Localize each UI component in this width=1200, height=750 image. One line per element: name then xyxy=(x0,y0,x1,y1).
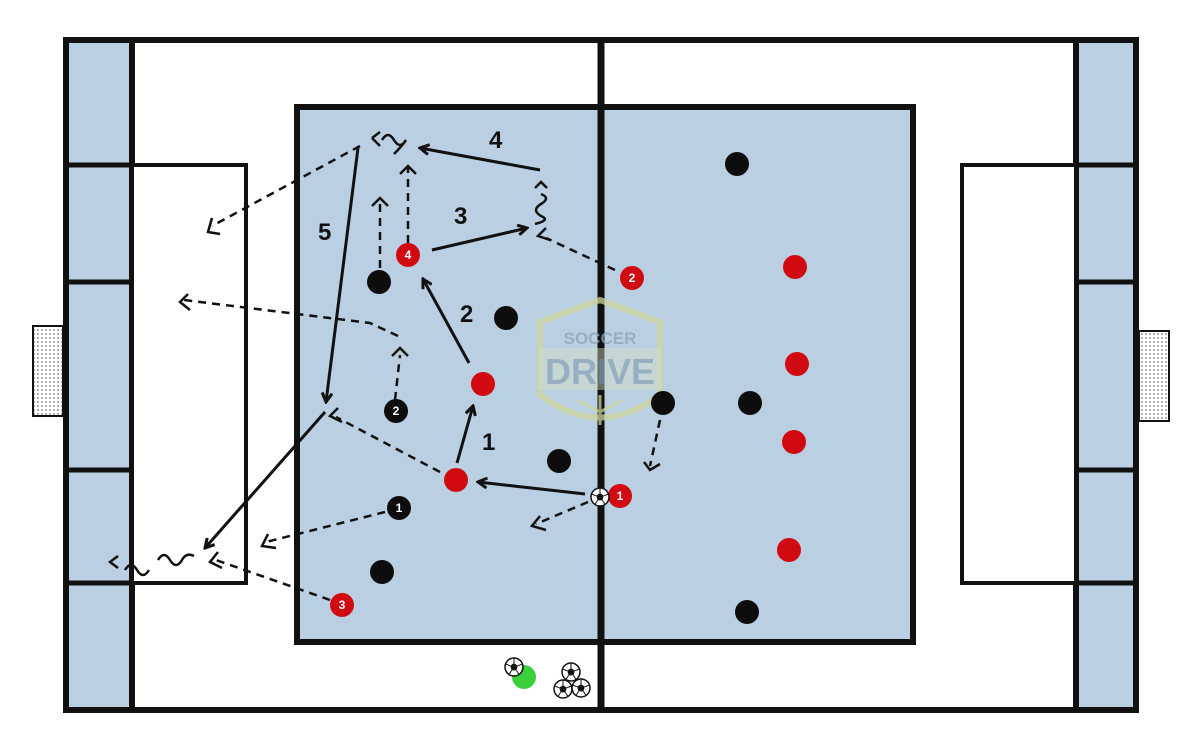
svg-text:1: 1 xyxy=(617,489,624,503)
red-player xyxy=(782,430,806,454)
run-lines xyxy=(183,144,662,602)
svg-text:3: 3 xyxy=(339,598,346,612)
red-player-2: 2 xyxy=(620,266,644,290)
svg-text:4: 4 xyxy=(405,248,412,262)
black-player xyxy=(651,391,675,415)
soccer-ball-icon xyxy=(561,662,581,682)
black-player xyxy=(725,152,749,176)
goal-net-icon xyxy=(32,325,64,417)
logo-top-text: SOCCER xyxy=(564,329,637,348)
logo-main-text: DRIVE xyxy=(545,351,655,392)
black-player-2: 2 xyxy=(384,399,408,423)
red-player xyxy=(444,468,468,492)
pass-arrow-6 xyxy=(205,411,327,548)
black-player xyxy=(738,391,762,415)
red-player xyxy=(785,352,809,376)
black-player xyxy=(547,449,571,473)
soccer-ball-icon xyxy=(553,679,573,699)
soccer-drive-logo: SOCCER DRIVE xyxy=(537,296,663,425)
step-label-5: 5 xyxy=(318,219,331,246)
red-players xyxy=(444,255,809,562)
pass-arrow-4 xyxy=(420,148,541,172)
left-zone-strip xyxy=(63,37,135,713)
right-penalty-box xyxy=(960,163,1078,585)
red-player-3: 3 xyxy=(330,593,354,617)
red-player xyxy=(783,255,807,279)
step-label-1: 1 xyxy=(482,429,495,456)
soccer-ball-icon xyxy=(504,657,524,677)
step-label-2: 2 xyxy=(460,301,473,328)
red-player xyxy=(777,538,801,562)
black-player xyxy=(494,306,518,330)
central-zone xyxy=(294,104,916,645)
left-penalty-box xyxy=(130,163,248,585)
pass-arrow-1a xyxy=(478,482,586,496)
pass-arrow-1b xyxy=(455,406,473,464)
soccer-ball-icon xyxy=(571,678,591,698)
black-players xyxy=(367,152,762,624)
black-player xyxy=(367,270,391,294)
red-player-1: 1 xyxy=(608,484,632,508)
svg-text:1: 1 xyxy=(396,501,403,515)
black-player xyxy=(370,560,394,584)
soccer-ball-icon xyxy=(590,487,610,507)
dribble-icon xyxy=(107,131,548,577)
svg-text:2: 2 xyxy=(629,271,636,285)
pass-arrow-2 xyxy=(423,279,471,364)
red-player-4: 4 xyxy=(396,243,420,267)
step-label-4: 4 xyxy=(489,127,503,154)
pass-arrow-3 xyxy=(431,228,527,252)
black-player xyxy=(735,600,759,624)
pass-arrows xyxy=(205,147,586,548)
svg-text:2: 2 xyxy=(393,404,400,418)
run-chevrons xyxy=(178,164,661,570)
right-zone-strip xyxy=(1073,37,1139,713)
black-player-1: 1 xyxy=(387,496,411,520)
goal-net-icon xyxy=(1138,330,1170,422)
red-player xyxy=(471,372,495,396)
step-label-3: 3 xyxy=(454,203,467,230)
pass-arrow-5 xyxy=(326,147,360,402)
